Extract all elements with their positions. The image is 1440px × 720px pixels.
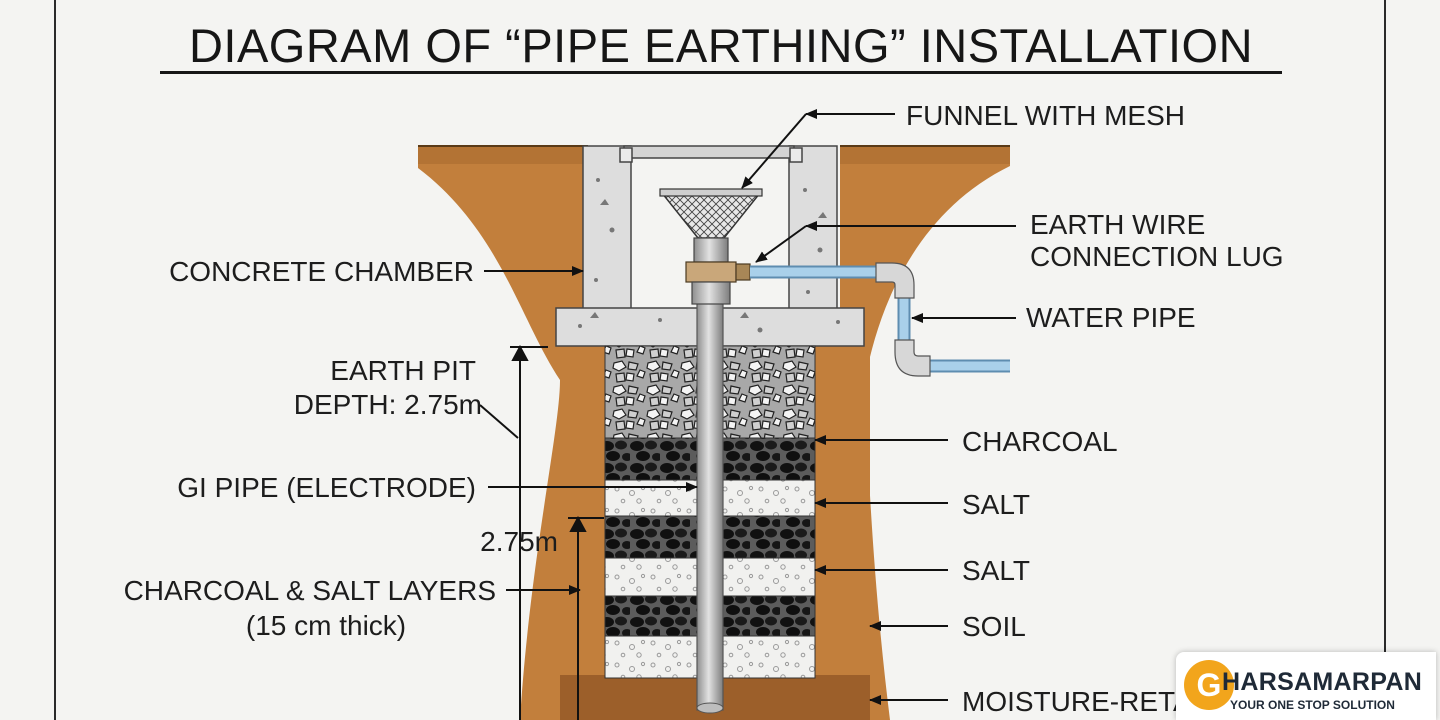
label-gi-pipe: GI PIPE (ELECTRODE) — [177, 472, 476, 503]
label-lug-line2: CONNECTION LUG — [1030, 241, 1284, 272]
label-depth-line1: EARTH PIT — [330, 355, 476, 386]
layer-depth-arrow — [569, 515, 587, 532]
pit-depth-arrow — [511, 344, 529, 361]
page-title: DIAGRAM OF “PIPE EARTHING” INSTALLATION — [188, 19, 1254, 72]
label-layers-line2: (15 cm thick) — [245, 610, 407, 641]
label-moisture: MOISTURE-RETA — [962, 686, 1192, 717]
pipe-end — [696, 702, 724, 714]
label-salt-2: SALT — [962, 555, 1030, 586]
label-chamber: CONCRETE CHAMBER — [169, 256, 474, 287]
pipe-elbows — [875, 262, 931, 377]
depth-label-leader — [479, 404, 519, 439]
dimension-lines — [479, 344, 604, 720]
label-charcoal: CHARCOAL — [962, 426, 1118, 457]
leader-arrows — [484, 109, 1016, 705]
topsoil-texture — [418, 146, 1010, 164]
connection-lug — [685, 261, 751, 305]
funnel — [659, 188, 763, 263]
label-lug-line1: EARTH WIRE — [1030, 209, 1206, 240]
lug-leader — [755, 225, 807, 263]
concrete-speckles — [578, 178, 840, 333]
fill-layers — [604, 345, 816, 679]
label-depth-line2: DEPTH: 2.75m — [293, 389, 482, 420]
label-soil: SOIL — [962, 611, 1026, 642]
funnel-leader — [741, 113, 807, 189]
title-underline — [160, 71, 1282, 74]
label-funnel: FUNNEL WITH MESH — [906, 100, 1185, 131]
label-salt-1: SALT — [962, 489, 1030, 520]
label-depth-2: 2.75m — [480, 526, 558, 557]
brand-logo-icon: G — [1184, 660, 1234, 710]
brand-tagline: YOUR ONE STOP SOLUTION — [1230, 698, 1395, 712]
brand-name: HARSAMARPAN — [1222, 668, 1423, 696]
brand-logo: G HARSAMARPAN YOUR ONE STOP SOLUTION — [1176, 652, 1436, 720]
gi-pipe-electrode — [696, 239, 724, 711]
label-layers-line1: CHARCOAL & SALT LAYERS — [123, 575, 496, 606]
label-water-pipe: WATER PIPE — [1026, 302, 1196, 333]
